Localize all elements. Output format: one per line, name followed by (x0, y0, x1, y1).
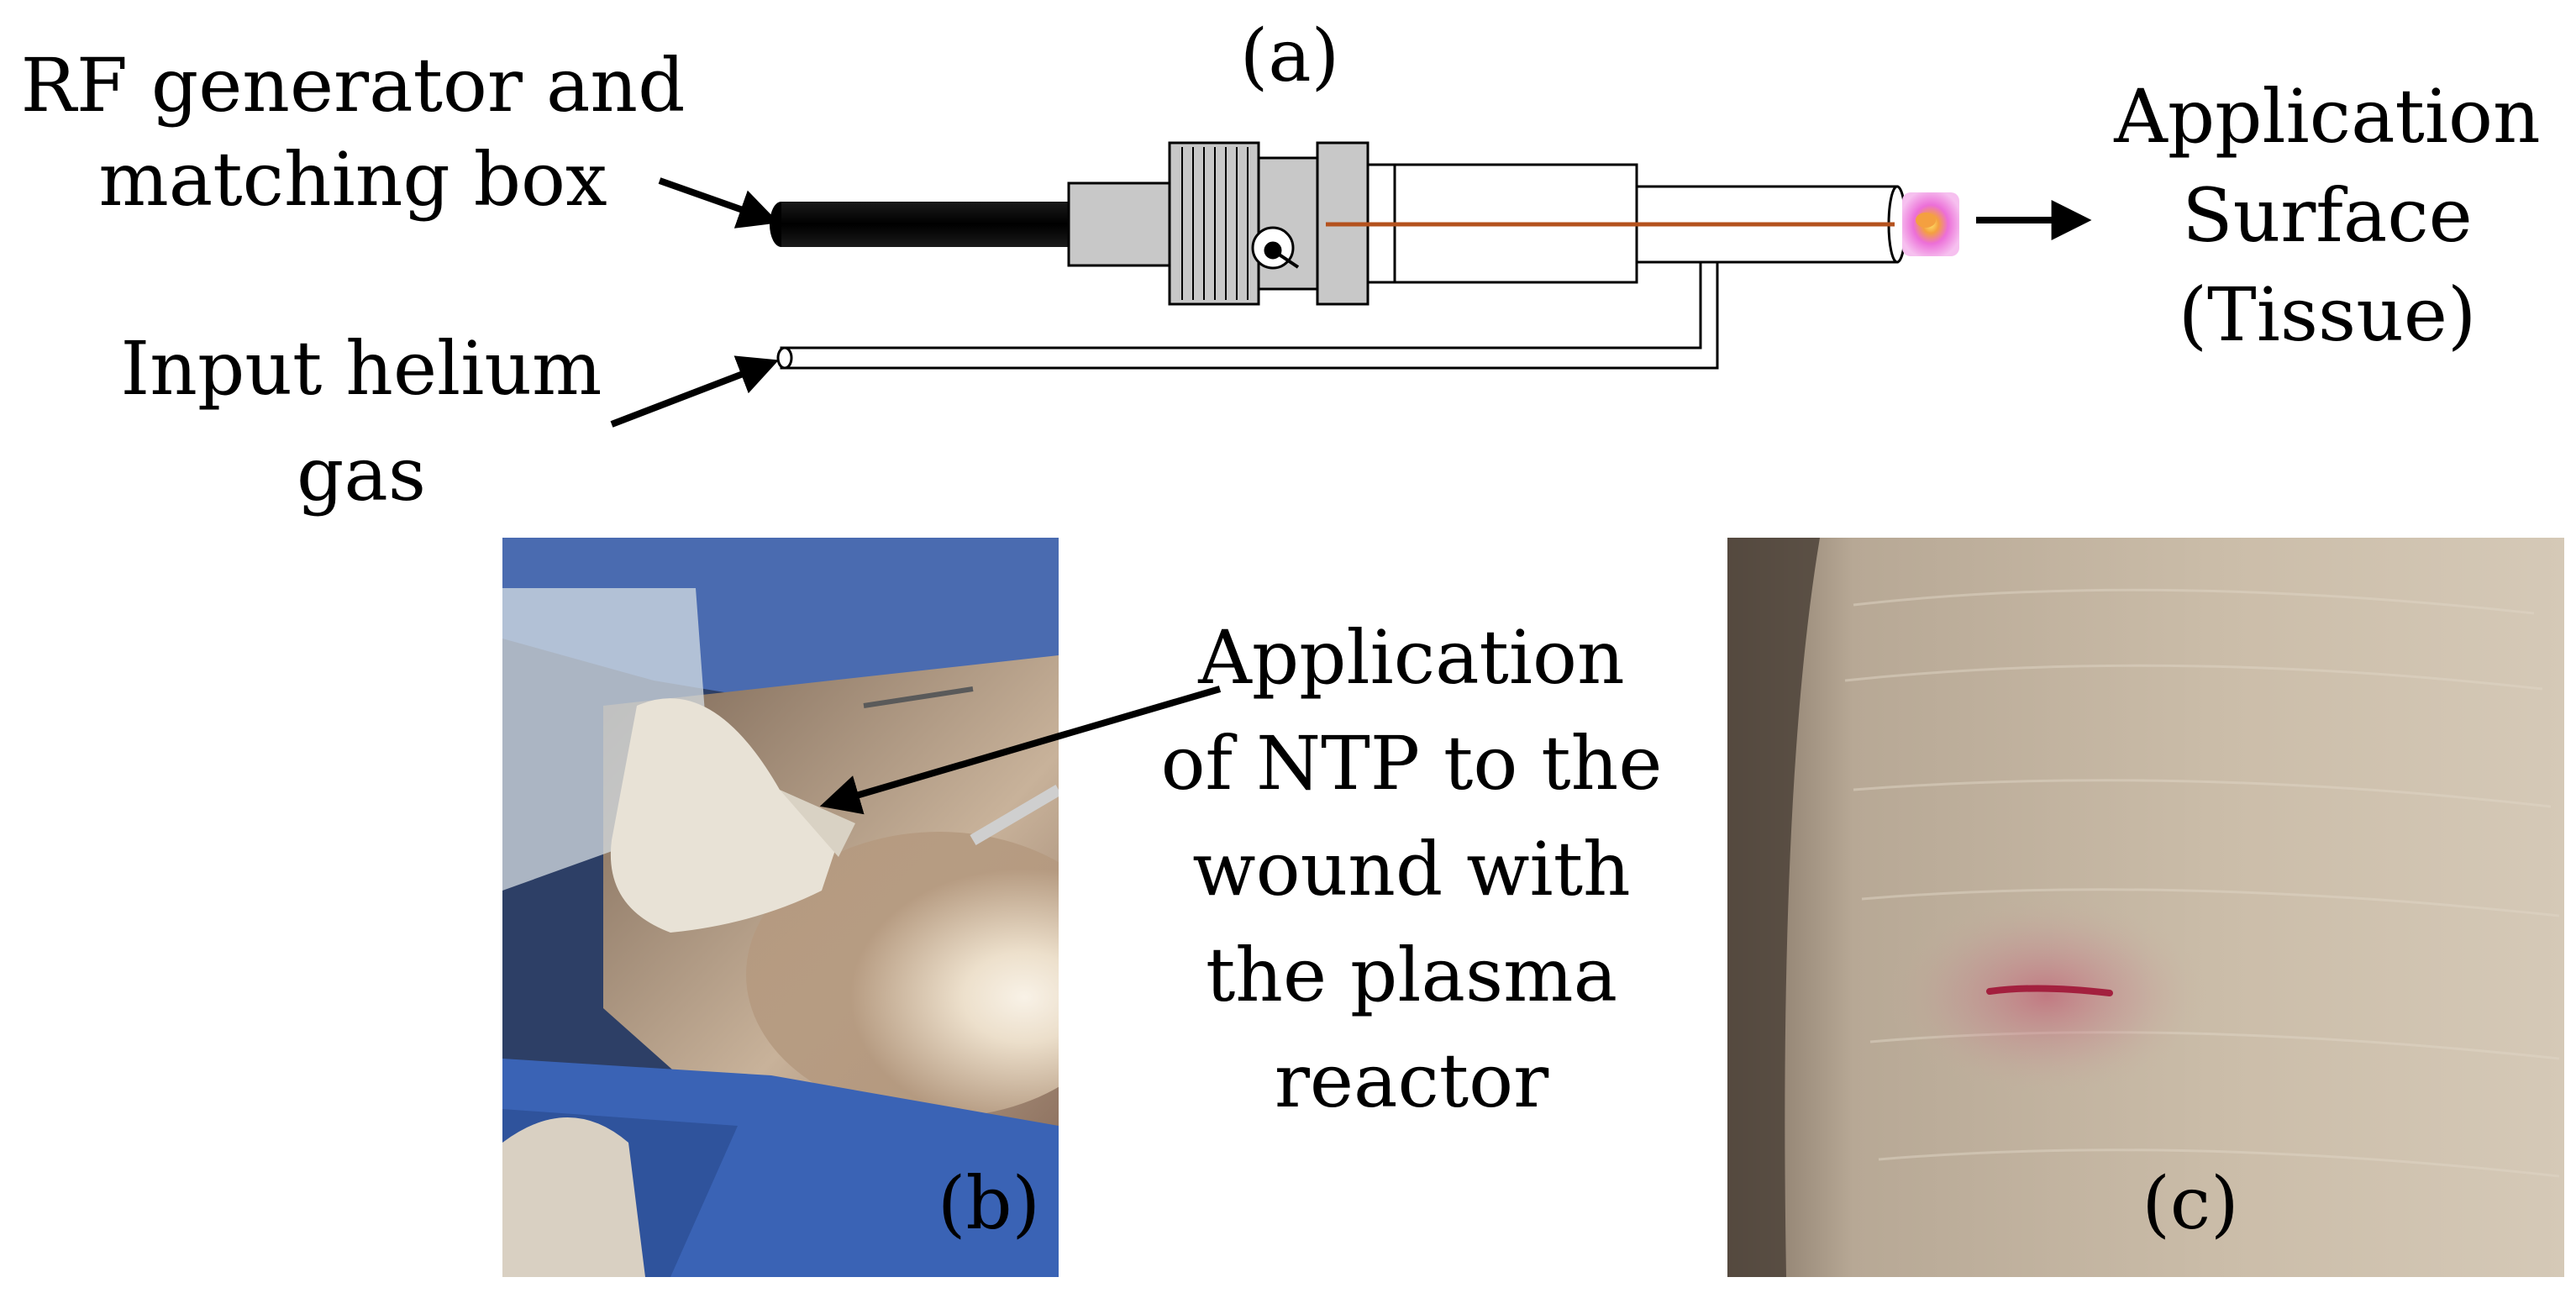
plasma-plume (1902, 192, 1959, 256)
plasma-reactor-schematic (610, 141, 2092, 428)
callout-line4: the plasma (1205, 932, 1618, 1018)
helium-gas-label: Input helium gas (50, 316, 672, 528)
callout-line3: wound with (1192, 826, 1631, 912)
helium-label-line1: Input helium (120, 325, 602, 412)
rf-arrow (658, 177, 780, 229)
surface-label-line3: (Tissue) (2178, 271, 2477, 358)
rf-generator-label: RF generator and matching box (0, 39, 706, 227)
helium-arrow (610, 355, 779, 428)
surface-label-line1: Application (2114, 73, 2541, 160)
callout-line1: Application (1198, 614, 1625, 701)
rf-cable (770, 202, 1071, 247)
rf-label-line1: RF generator and (20, 42, 686, 129)
panel-b-label: (b) (937, 1162, 1041, 1246)
surgery-photo (502, 538, 1059, 1277)
panel-c-label: (c) (2142, 1162, 2239, 1246)
surface-label-line2: Surface (2182, 172, 2473, 259)
ntp-callout-label: Application of NTP to the wound with the… (1143, 605, 1680, 1134)
application-surface-label: Application Surface (Tissue) (2084, 67, 2571, 365)
helium-label-line2: gas (297, 431, 426, 518)
panel-a-label: (a) (1239, 14, 1340, 98)
rf-label-line2: matching box (98, 136, 607, 223)
wound-incision (1986, 985, 2113, 996)
callout-line5: reactor (1274, 1038, 1549, 1124)
wound-photo (1727, 538, 2564, 1277)
callout-line2: of NTP to the (1160, 720, 1663, 807)
